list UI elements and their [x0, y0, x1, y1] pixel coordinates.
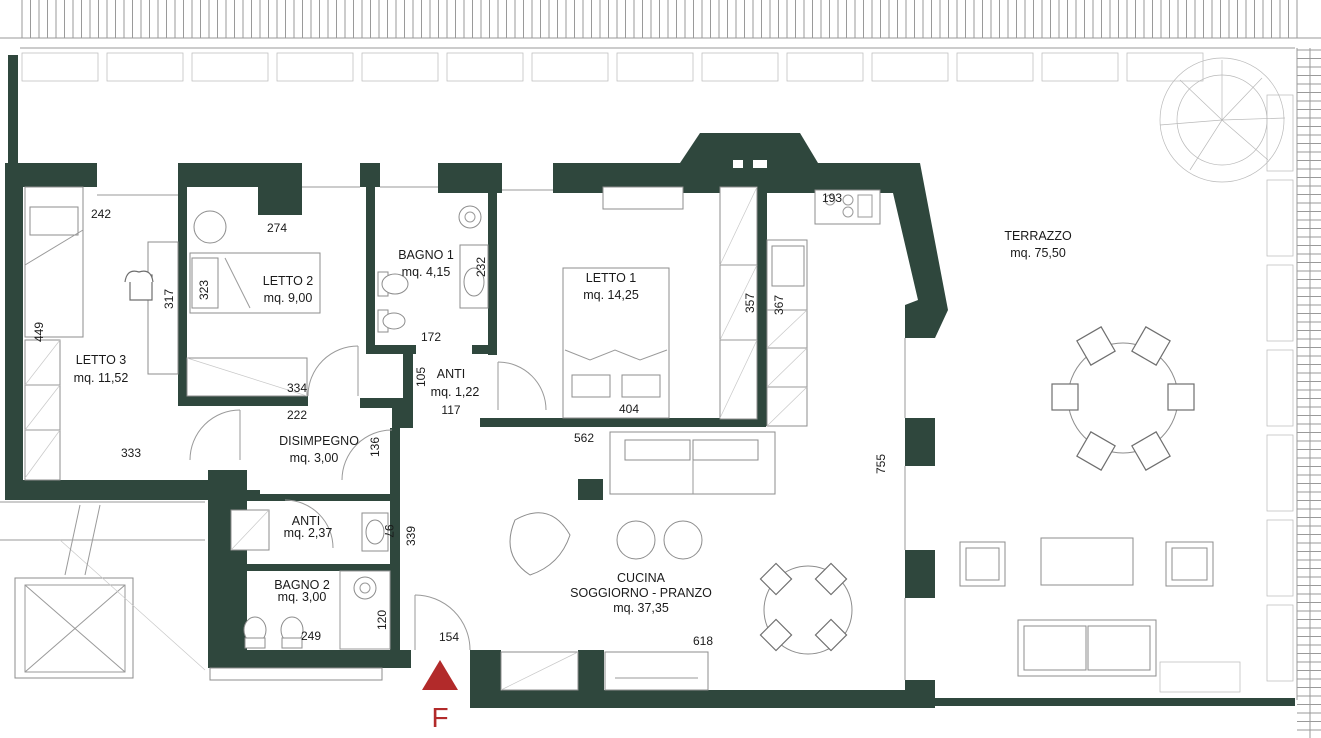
dim-249: 249 — [301, 629, 321, 643]
planter-box — [1126, 52, 1204, 82]
planter-box — [1266, 434, 1294, 512]
dim-172: 172 — [421, 330, 441, 344]
entrance-arrow-icon — [422, 660, 458, 690]
dim-334: 334 — [287, 381, 307, 395]
letto2-furniture — [186, 210, 321, 397]
terrace-round-table — [1051, 326, 1195, 471]
bagno2-area: mq. 3,00 — [278, 590, 327, 604]
walls — [5, 55, 1295, 708]
dim-339: 339 — [404, 526, 418, 546]
terrazzo-area: mq. 75,50 — [1010, 246, 1066, 260]
cucina-line1: CUCINA — [617, 571, 666, 585]
planter-box — [871, 52, 949, 82]
dim-136: 136 — [368, 437, 382, 457]
terrazzo-name: TERRAZZO — [1004, 229, 1072, 243]
dim-449: 449 — [32, 322, 46, 342]
anti1-name: ANTI — [437, 367, 465, 381]
entrance-label: F — [431, 702, 448, 733]
planter-box — [1266, 519, 1294, 597]
anti2-name: ANTI — [292, 514, 320, 528]
entrance-marker: F — [422, 660, 458, 733]
dining-table — [759, 562, 853, 655]
terrace-lounge — [959, 537, 1241, 693]
dim-242: 242 — [91, 207, 111, 221]
top-railing — [0, 0, 1321, 82]
planter-box — [276, 52, 354, 82]
planter-box — [1041, 52, 1119, 82]
planter-box — [106, 52, 184, 82]
anti1-area: mq. 1,22 — [431, 385, 480, 399]
disimpegno-name: DISIMPEGNO — [279, 434, 359, 448]
dimension-labels: 242 274 323 317 449 334 222 333 136 232 … — [32, 191, 888, 648]
room-labels: TERRAZZO mq. 75,50 LETTO 1 mq. 14,25 LET… — [74, 229, 1072, 615]
disimpegno-area: mq. 3,00 — [290, 451, 339, 465]
planter-box — [1266, 94, 1294, 172]
dim-222: 222 — [287, 408, 307, 422]
stairwell — [0, 501, 206, 679]
living-furniture — [500, 431, 776, 691]
kitchen-units — [766, 189, 881, 427]
letto3-area: mq. 11,52 — [74, 371, 129, 385]
dim-367: 367 — [772, 295, 786, 315]
planter-box — [616, 52, 694, 82]
dim-105: 105 — [414, 367, 428, 387]
tree-icon — [1159, 57, 1286, 183]
dim-232: 232 — [474, 257, 488, 277]
letto1-name: LETTO 1 — [586, 271, 637, 285]
planter-box — [191, 52, 269, 82]
dim-562: 562 — [574, 431, 594, 445]
dim-357: 357 — [743, 293, 757, 313]
dim-618: 618 — [693, 634, 713, 648]
planter-box — [1266, 179, 1294, 257]
dim-154: 154 — [439, 630, 459, 644]
dim-323: 323 — [197, 280, 211, 300]
planter-box — [701, 52, 779, 82]
dim-97: 97 — [382, 524, 396, 538]
right-railing — [1266, 48, 1321, 738]
cucina-area: mq. 37,35 — [613, 601, 669, 615]
planter-box — [786, 52, 864, 82]
bagno1-name: BAGNO 1 — [398, 248, 454, 262]
planter-box — [446, 52, 524, 82]
dim-317: 317 — [162, 289, 176, 309]
windows — [97, 160, 906, 680]
letto3-name: LETTO 3 — [76, 353, 127, 367]
planter-box — [531, 52, 609, 82]
planter-box — [1266, 349, 1294, 427]
planter-box — [21, 52, 99, 82]
dim-274: 274 — [267, 221, 287, 235]
letto1-area: mq. 14,25 — [583, 288, 639, 302]
bagno2-name: BAGNO 2 — [274, 578, 330, 592]
bagno2-fixtures — [209, 509, 391, 681]
anti2-area: mq. 2,37 — [284, 526, 333, 540]
bagno1-area: mq. 4,15 — [402, 265, 451, 279]
dim-333: 333 — [121, 446, 141, 460]
dim-755: 755 — [874, 454, 888, 474]
doors — [189, 345, 547, 651]
letto1-furniture — [562, 186, 758, 420]
letto3-furniture — [24, 186, 179, 481]
letto2-name: LETTO 2 — [263, 274, 314, 288]
dim-117: 117 — [441, 403, 460, 417]
dim-404: 404 — [619, 402, 639, 416]
planter-box — [1266, 264, 1294, 342]
dim-120: 120 — [375, 610, 389, 630]
letto2-area: mq. 9,00 — [264, 291, 313, 305]
cucina-line2: SOGGIORNO - PRANZO — [570, 586, 712, 600]
planter-box — [956, 52, 1034, 82]
planter-box — [1266, 604, 1294, 682]
dim-193: 193 — [822, 191, 842, 205]
bagno1-fixtures — [377, 205, 489, 333]
planter-box — [361, 52, 439, 82]
